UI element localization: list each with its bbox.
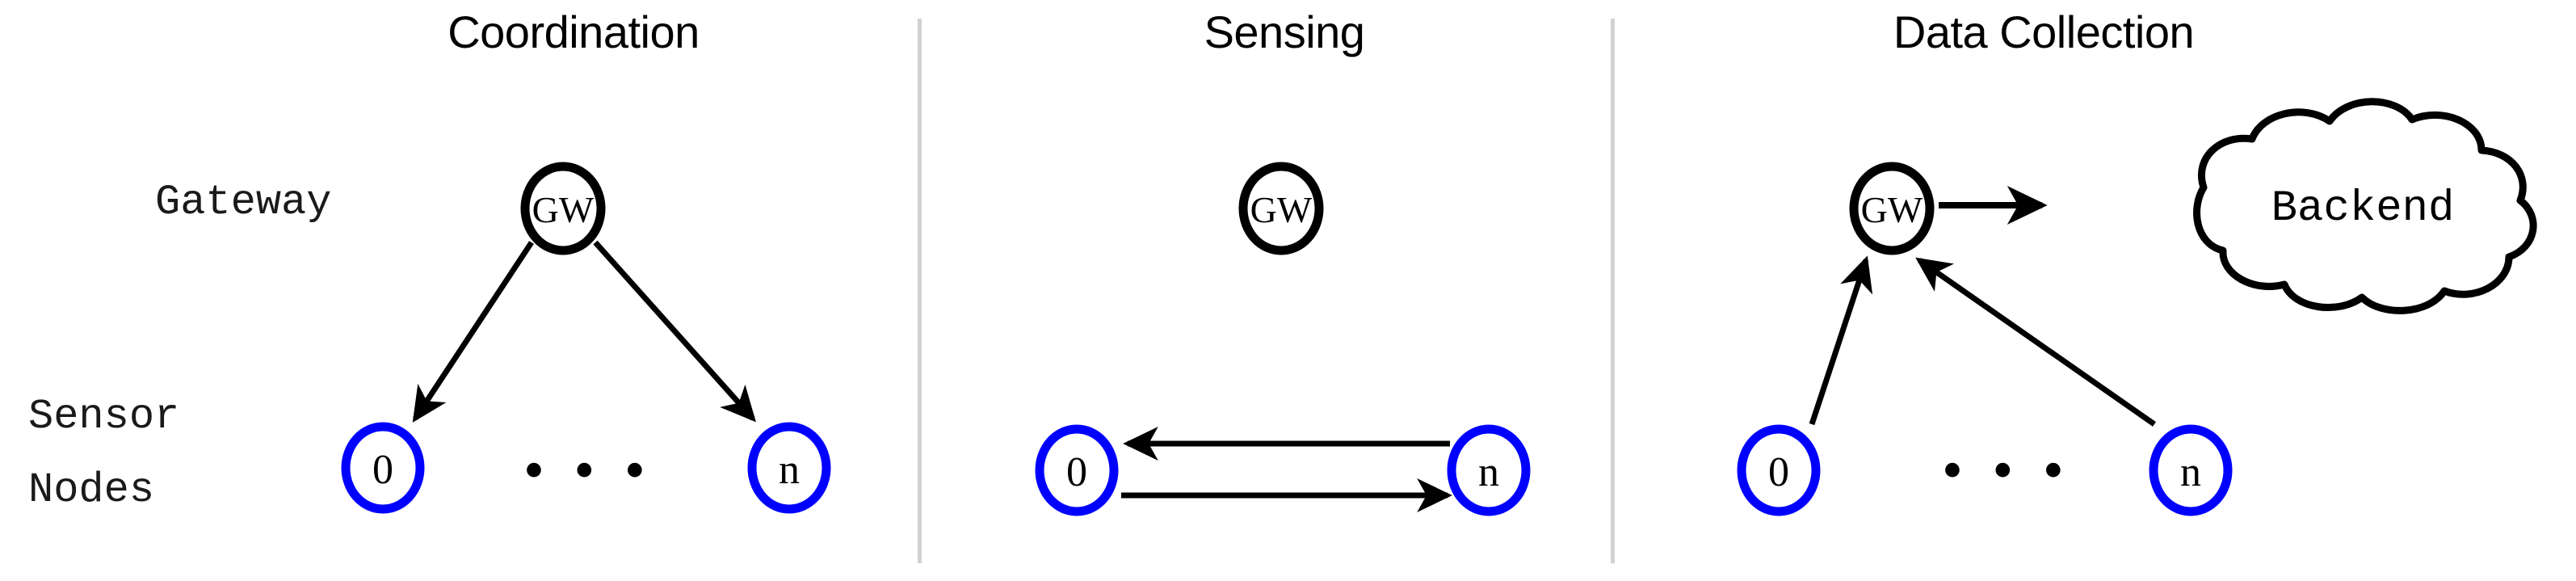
node-sensor-0-data-collection[interactable]: 0 bbox=[1737, 424, 1821, 516]
node-backend-cloud-label: Backend bbox=[2271, 184, 2455, 234]
node-sensor-0-coordination[interactable]: 0 bbox=[341, 422, 425, 514]
panel-divider-1 bbox=[918, 19, 922, 563]
arrow-sensor-0-to-gateway bbox=[1809, 255, 1873, 426]
node-sensor-n-sensing-label: n bbox=[1478, 449, 1499, 495]
panel-divider-2 bbox=[1611, 19, 1615, 563]
node-sensor-0-sensing[interactable]: 0 bbox=[1035, 424, 1119, 516]
row-label-sensor-nodes-line2: Nodes bbox=[28, 466, 155, 514]
node-gateway-coordination-label: GW bbox=[532, 189, 595, 230]
node-sensor-0-coordination-label: 0 bbox=[372, 447, 393, 493]
ellipsis-coordination: • • • bbox=[523, 437, 653, 503]
node-gateway-sensing[interactable]: GW bbox=[1238, 162, 1324, 255]
ellipsis-data-collection: • • • bbox=[1942, 437, 2071, 503]
node-sensor-0-data-collection-label: 0 bbox=[1768, 449, 1789, 495]
arrow-gateway-to-sensor-0 bbox=[412, 241, 534, 423]
node-sensor-n-data-collection[interactable]: n bbox=[2149, 424, 2233, 516]
node-sensor-n-sensing[interactable]: n bbox=[1447, 424, 1531, 516]
node-sensor-n-coordination-label: n bbox=[779, 447, 800, 493]
panel-title-sensing: Sensing bbox=[1204, 6, 1365, 57]
node-sensor-n-data-collection-label: n bbox=[2180, 449, 2201, 495]
node-sensor-0-sensing-label: 0 bbox=[1066, 449, 1087, 495]
panel-title-data-collection: Data Collection bbox=[1893, 6, 2195, 57]
row-label-gateway: Gateway bbox=[155, 179, 332, 226]
node-backend-cloud[interactable]: Backend bbox=[2193, 98, 2537, 314]
row-label-sensor-nodes-line1: Sensor bbox=[28, 393, 180, 440]
node-sensor-n-coordination[interactable]: n bbox=[747, 422, 831, 514]
panel-title-coordination: Coordination bbox=[448, 6, 700, 57]
node-gateway-data-collection-label: GW bbox=[1861, 189, 1923, 230]
arrow-gateway-to-sensor-n bbox=[593, 240, 756, 423]
node-gateway-data-collection[interactable]: GW bbox=[1849, 162, 1935, 255]
node-gateway-coordination[interactable]: GW bbox=[520, 162, 606, 255]
arrow-sensor-n-to-gateway bbox=[1915, 257, 2157, 427]
node-gateway-sensing-label: GW bbox=[1250, 189, 1313, 230]
